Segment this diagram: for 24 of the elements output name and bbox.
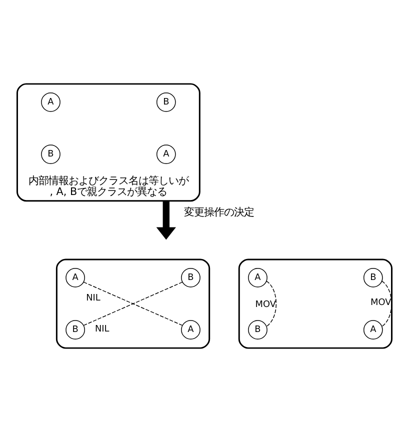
node-circle: B: [41, 144, 60, 164]
edge-label: NIL: [94, 324, 110, 334]
node-circle: B: [66, 320, 85, 340]
connector: [381, 280, 392, 327]
node-circle: A: [156, 144, 176, 164]
connector: [266, 280, 277, 327]
node-circle: A: [248, 268, 268, 288]
node-circle: A: [41, 92, 60, 112]
node-circle: A: [66, 268, 85, 288]
node-circle: A: [363, 320, 383, 340]
edge-label: 変更操作の決定: [184, 206, 254, 219]
node-circle: B: [181, 268, 200, 288]
node-circle: A: [181, 320, 200, 340]
connector: [83, 282, 183, 326]
cluster: [16, 83, 200, 202]
node-label: 内部情報およびクラス名は等しいが, A, Bで親クラスが異なる: [28, 174, 188, 198]
edge-label: MOV: [370, 298, 392, 308]
cluster: [56, 258, 210, 349]
edge-label: NIL: [86, 293, 100, 304]
node-circle: B: [248, 320, 268, 340]
edge-label: MOV: [255, 300, 276, 310]
arrow: [156, 200, 176, 240]
node-circle: B: [363, 268, 383, 288]
node-circle: B: [156, 92, 176, 112]
